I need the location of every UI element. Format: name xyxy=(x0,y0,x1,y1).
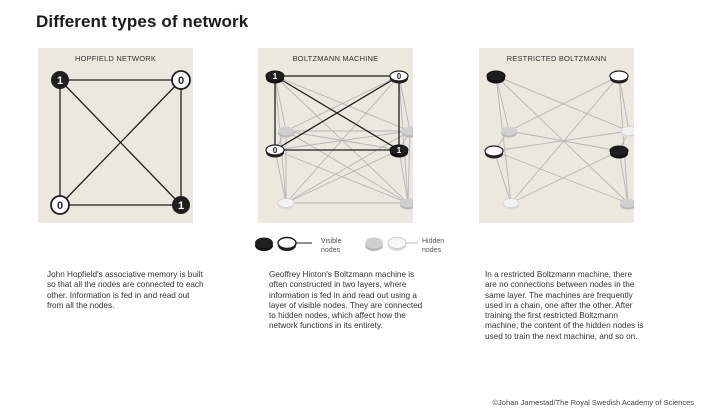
restricted-boltzmann-panel: RESTRICTED BOLTZMANN xyxy=(479,48,634,223)
hidden-node xyxy=(277,198,295,210)
edge xyxy=(274,75,400,151)
node-zero: 0 xyxy=(171,70,191,90)
boltzmann-description: Geoffrey Hinton's Boltzmann machine is o… xyxy=(269,270,423,331)
hidden-node xyxy=(402,126,413,138)
visible-node-zero: 0 xyxy=(265,144,285,158)
edge xyxy=(285,75,400,132)
edge xyxy=(285,149,400,204)
boltzmann-machine-diagram: 1 0 0 1 xyxy=(265,70,413,210)
edge xyxy=(285,130,400,151)
hidden-edges xyxy=(274,75,411,204)
edge xyxy=(618,75,630,132)
node-label: 0 xyxy=(57,200,63,212)
node-label: 1 xyxy=(57,75,63,87)
hidden-node xyxy=(620,198,634,210)
page-title: Different types of network xyxy=(36,12,249,31)
hopfield-description: John Hopfield's associative memory is bu… xyxy=(47,270,204,310)
restricted-boltzmann-diagram xyxy=(484,70,634,210)
visible-node-zero: 0 xyxy=(389,70,409,84)
edge xyxy=(285,75,400,204)
edge xyxy=(618,150,629,204)
edge xyxy=(274,75,409,204)
edge xyxy=(274,75,287,132)
legend-visible-dark-node-icon xyxy=(255,237,273,251)
restricted-boltzmann-title: RESTRICTED BOLTZMANN xyxy=(506,54,607,63)
edge xyxy=(495,75,630,132)
edge xyxy=(407,130,411,204)
hopfield-network-panel: HOPFIELD NETWORK 1 0 0 1 xyxy=(38,48,193,223)
bipartite-edges xyxy=(493,75,630,204)
node-label: 0 xyxy=(178,75,184,87)
legend-swatches xyxy=(255,236,418,251)
node-label: 1 xyxy=(397,146,402,155)
visible-node-one xyxy=(486,70,506,84)
hidden-node xyxy=(278,126,294,138)
node-label: 1 xyxy=(273,72,278,81)
hopfield-network-title: HOPFIELD NETWORK xyxy=(74,54,157,63)
legend-hidden-light-node-icon xyxy=(387,237,407,251)
edge xyxy=(398,75,411,132)
edge xyxy=(510,75,620,204)
edge xyxy=(508,130,620,152)
edge xyxy=(274,75,287,204)
boltzmann-machine-title: BOLTZMANN MACHINE xyxy=(292,54,379,63)
image-credit: ©Johan Jarnestad/The Royal Swedish Acade… xyxy=(492,398,694,407)
hidden-node xyxy=(620,126,634,138)
edge xyxy=(618,75,629,204)
boltzmann-machine-panel: BOLTZMANN MACHINE xyxy=(258,48,413,223)
node-label: 1 xyxy=(178,200,184,212)
visible-node-zero xyxy=(609,70,629,84)
legend-visible-label: Visible nodes xyxy=(321,238,342,254)
visible-node-one: 1 xyxy=(389,144,409,158)
edge xyxy=(510,150,620,204)
edge xyxy=(285,130,411,204)
edge xyxy=(59,79,182,206)
edge xyxy=(398,149,409,204)
legend-hidden-dark-node-icon xyxy=(365,237,383,251)
edge xyxy=(398,75,409,204)
hidden-node xyxy=(502,198,520,210)
node-label: 0 xyxy=(397,72,402,81)
legend-hidden-label: Hidden nodes xyxy=(422,238,445,254)
node-legend: Visible nodes Hidden nodes xyxy=(250,232,470,262)
hidden-node xyxy=(501,126,517,138)
edge xyxy=(493,150,629,204)
legend-visible-light-node-icon xyxy=(277,236,297,251)
edge xyxy=(274,149,287,204)
visible-node-zero xyxy=(484,145,504,159)
visible-edges xyxy=(274,75,400,151)
node-one: 1 xyxy=(172,196,190,214)
edge xyxy=(495,75,629,204)
edge xyxy=(495,75,510,132)
node-label: 0 xyxy=(273,146,278,155)
edge xyxy=(285,130,409,204)
hidden-node xyxy=(400,198,413,210)
node-zero: 0 xyxy=(50,195,70,215)
visible-node-one xyxy=(609,145,629,159)
restricted-boltzmann-description: In a restricted Boltzmann machine, there… xyxy=(485,270,644,341)
edge xyxy=(508,75,620,132)
node-one: 1 xyxy=(51,71,69,89)
visible-node-one: 1 xyxy=(265,70,285,84)
edge xyxy=(493,150,512,204)
edge xyxy=(495,75,512,204)
hopfield-network-diagram: 1 0 0 1 xyxy=(50,70,191,215)
hopfield-edges xyxy=(59,79,182,206)
